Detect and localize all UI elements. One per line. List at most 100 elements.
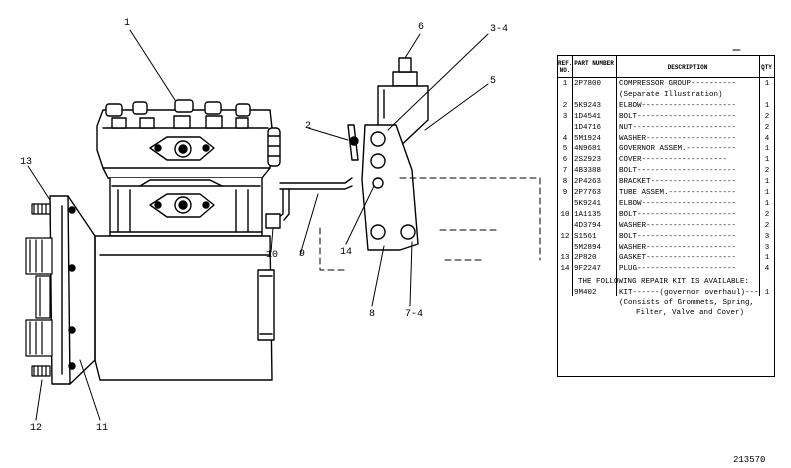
callout-12: 12	[30, 423, 43, 434]
callout-2: 2	[305, 121, 312, 132]
table-row: 10 1A1135 BOLT---------------------- 2	[558, 210, 774, 220]
ref-cell: 14	[560, 265, 570, 274]
qty-cell: 2	[764, 221, 770, 230]
column-divider	[759, 56, 760, 296]
table-row: 5K9241 ELBOW--------------------- 1	[558, 199, 774, 209]
description-cell: NUT-----------------------	[619, 123, 737, 132]
table-row: 9 2P7763 TUBE ASSEM.--------------- 1	[558, 188, 774, 198]
part-number-cell: 2P4263	[574, 178, 602, 187]
callout-9: 9	[299, 249, 306, 260]
description-cell: BOLT----------------------	[619, 210, 737, 219]
callout-13: 13	[20, 157, 33, 168]
repair-kit-row: 9M402 KIT------(governor overhaul)---- 1	[558, 288, 774, 298]
tube-assembly	[265, 177, 353, 229]
part-number-cell: 2S2923	[574, 156, 602, 165]
ref-cell: 3	[562, 112, 568, 121]
callout-11: 11	[96, 423, 109, 434]
mounting-flange	[25, 195, 96, 385]
ref-cell: 7	[562, 167, 568, 176]
qty-cell: 3	[764, 232, 770, 241]
ref-cell: 12	[560, 232, 570, 241]
table-row: 5M2894 WASHER-------------------- 3	[558, 243, 774, 253]
header-description: DESCRIPTION	[616, 56, 759, 78]
callout-14: 14	[340, 247, 353, 258]
description-cell: ELBOW---------------------	[619, 199, 737, 208]
qty-cell: 1	[764, 80, 770, 88]
ref-cell: 10	[560, 210, 570, 219]
part-number-cell: 4B3388	[574, 167, 602, 176]
ref-cell: 5	[562, 145, 568, 154]
qty-cell: 2	[764, 167, 770, 176]
qty-cell: 2	[764, 123, 770, 132]
header-ref-no: REF. NO.	[558, 56, 572, 78]
callout-10: 10	[266, 250, 279, 261]
ref-cell: 4	[562, 134, 568, 143]
ref-cell: 2	[562, 101, 568, 110]
ref-cell: 8	[562, 178, 568, 187]
qty-cell: 1	[764, 199, 770, 208]
table-row: 3 1D4541 BOLT---------------------- 2	[558, 112, 774, 122]
part-number-cell: 5M1924	[574, 134, 602, 143]
qty-cell: 1	[764, 178, 770, 187]
table-row: 1D4716 NUT----------------------- 2	[558, 123, 774, 133]
kit-qty: 1	[764, 289, 770, 297]
governor-assembly	[347, 57, 429, 251]
part-number-cell: 1D4716	[574, 123, 602, 132]
description-cell: COMPRESSOR GROUP----------	[619, 80, 737, 88]
ref-cell: 6	[562, 156, 568, 165]
callout-5: 5	[490, 76, 497, 87]
column-divider	[572, 56, 573, 296]
table-row: 4 5M1924 WASHER-------------------- 4	[558, 134, 774, 144]
part-number-cell: 2P7763	[574, 189, 602, 197]
qty-cell: 1	[764, 189, 770, 197]
qty-cell: 3	[764, 243, 770, 252]
callout-1: 1	[124, 18, 131, 29]
qty-cell: 4	[764, 265, 770, 274]
callout-7-4: 7-4	[405, 309, 424, 320]
part-number-cell: 4D3794	[574, 221, 602, 230]
qty-cell: 2	[764, 112, 770, 121]
qty-cell: 1	[764, 254, 770, 263]
header-part-number: PART NUMBER	[572, 56, 616, 78]
kit-description: KIT------(governor overhaul)----	[619, 289, 759, 297]
table-row: 7 4B3388 BOLT---------------------- 2	[558, 166, 774, 176]
description-cell: WASHER--------------------	[619, 243, 737, 252]
description-cell: BOLT----------------------	[619, 167, 737, 176]
part-number-cell: 1A1135	[574, 210, 602, 219]
qty-cell: 2	[764, 210, 770, 219]
kit-detail-line: Filter, Valve and Cover)	[636, 309, 745, 317]
description-cell: BOLT----------------------	[619, 112, 737, 121]
part-number-cell: 5M2894	[574, 243, 602, 252]
part-number-cell: S1561	[574, 232, 597, 241]
part-number-cell: 4N9681	[574, 145, 602, 154]
callout-6: 6	[418, 22, 425, 33]
header-qty: QTY	[759, 56, 774, 78]
crankcase-upper	[109, 177, 263, 237]
qty-cell: 1	[764, 156, 770, 165]
description-cell: COVER-------------------	[619, 156, 728, 165]
figure-number: 213570	[733, 455, 766, 465]
crankcase-body	[94, 235, 275, 381]
description-cell: TUBE ASSEM.---------------	[619, 189, 737, 197]
description-cell: WASHER--------------------	[619, 134, 737, 143]
qty-cell: 4	[764, 134, 770, 143]
description-cell: PLUG----------------------	[619, 265, 737, 274]
kit-detail-line: (Consists of Grommets, Spring,	[619, 299, 755, 307]
part-number-cell: 2P7800	[574, 80, 602, 88]
description-cell: GOVERNOR ASSEM.-----------	[619, 145, 737, 154]
ref-cell: 9	[562, 189, 568, 197]
part-number-cell: 5K9241	[574, 199, 602, 208]
description-cell: GASKET--------------------	[619, 254, 737, 263]
part-number-cell: 1D4541	[574, 112, 602, 121]
repair-kit-note: THE FOLLOWING REPAIR KIT IS AVAILABLE:	[578, 278, 750, 286]
table-row: (Separate Illustration)	[558, 90, 774, 100]
cylinder-head	[96, 99, 281, 179]
